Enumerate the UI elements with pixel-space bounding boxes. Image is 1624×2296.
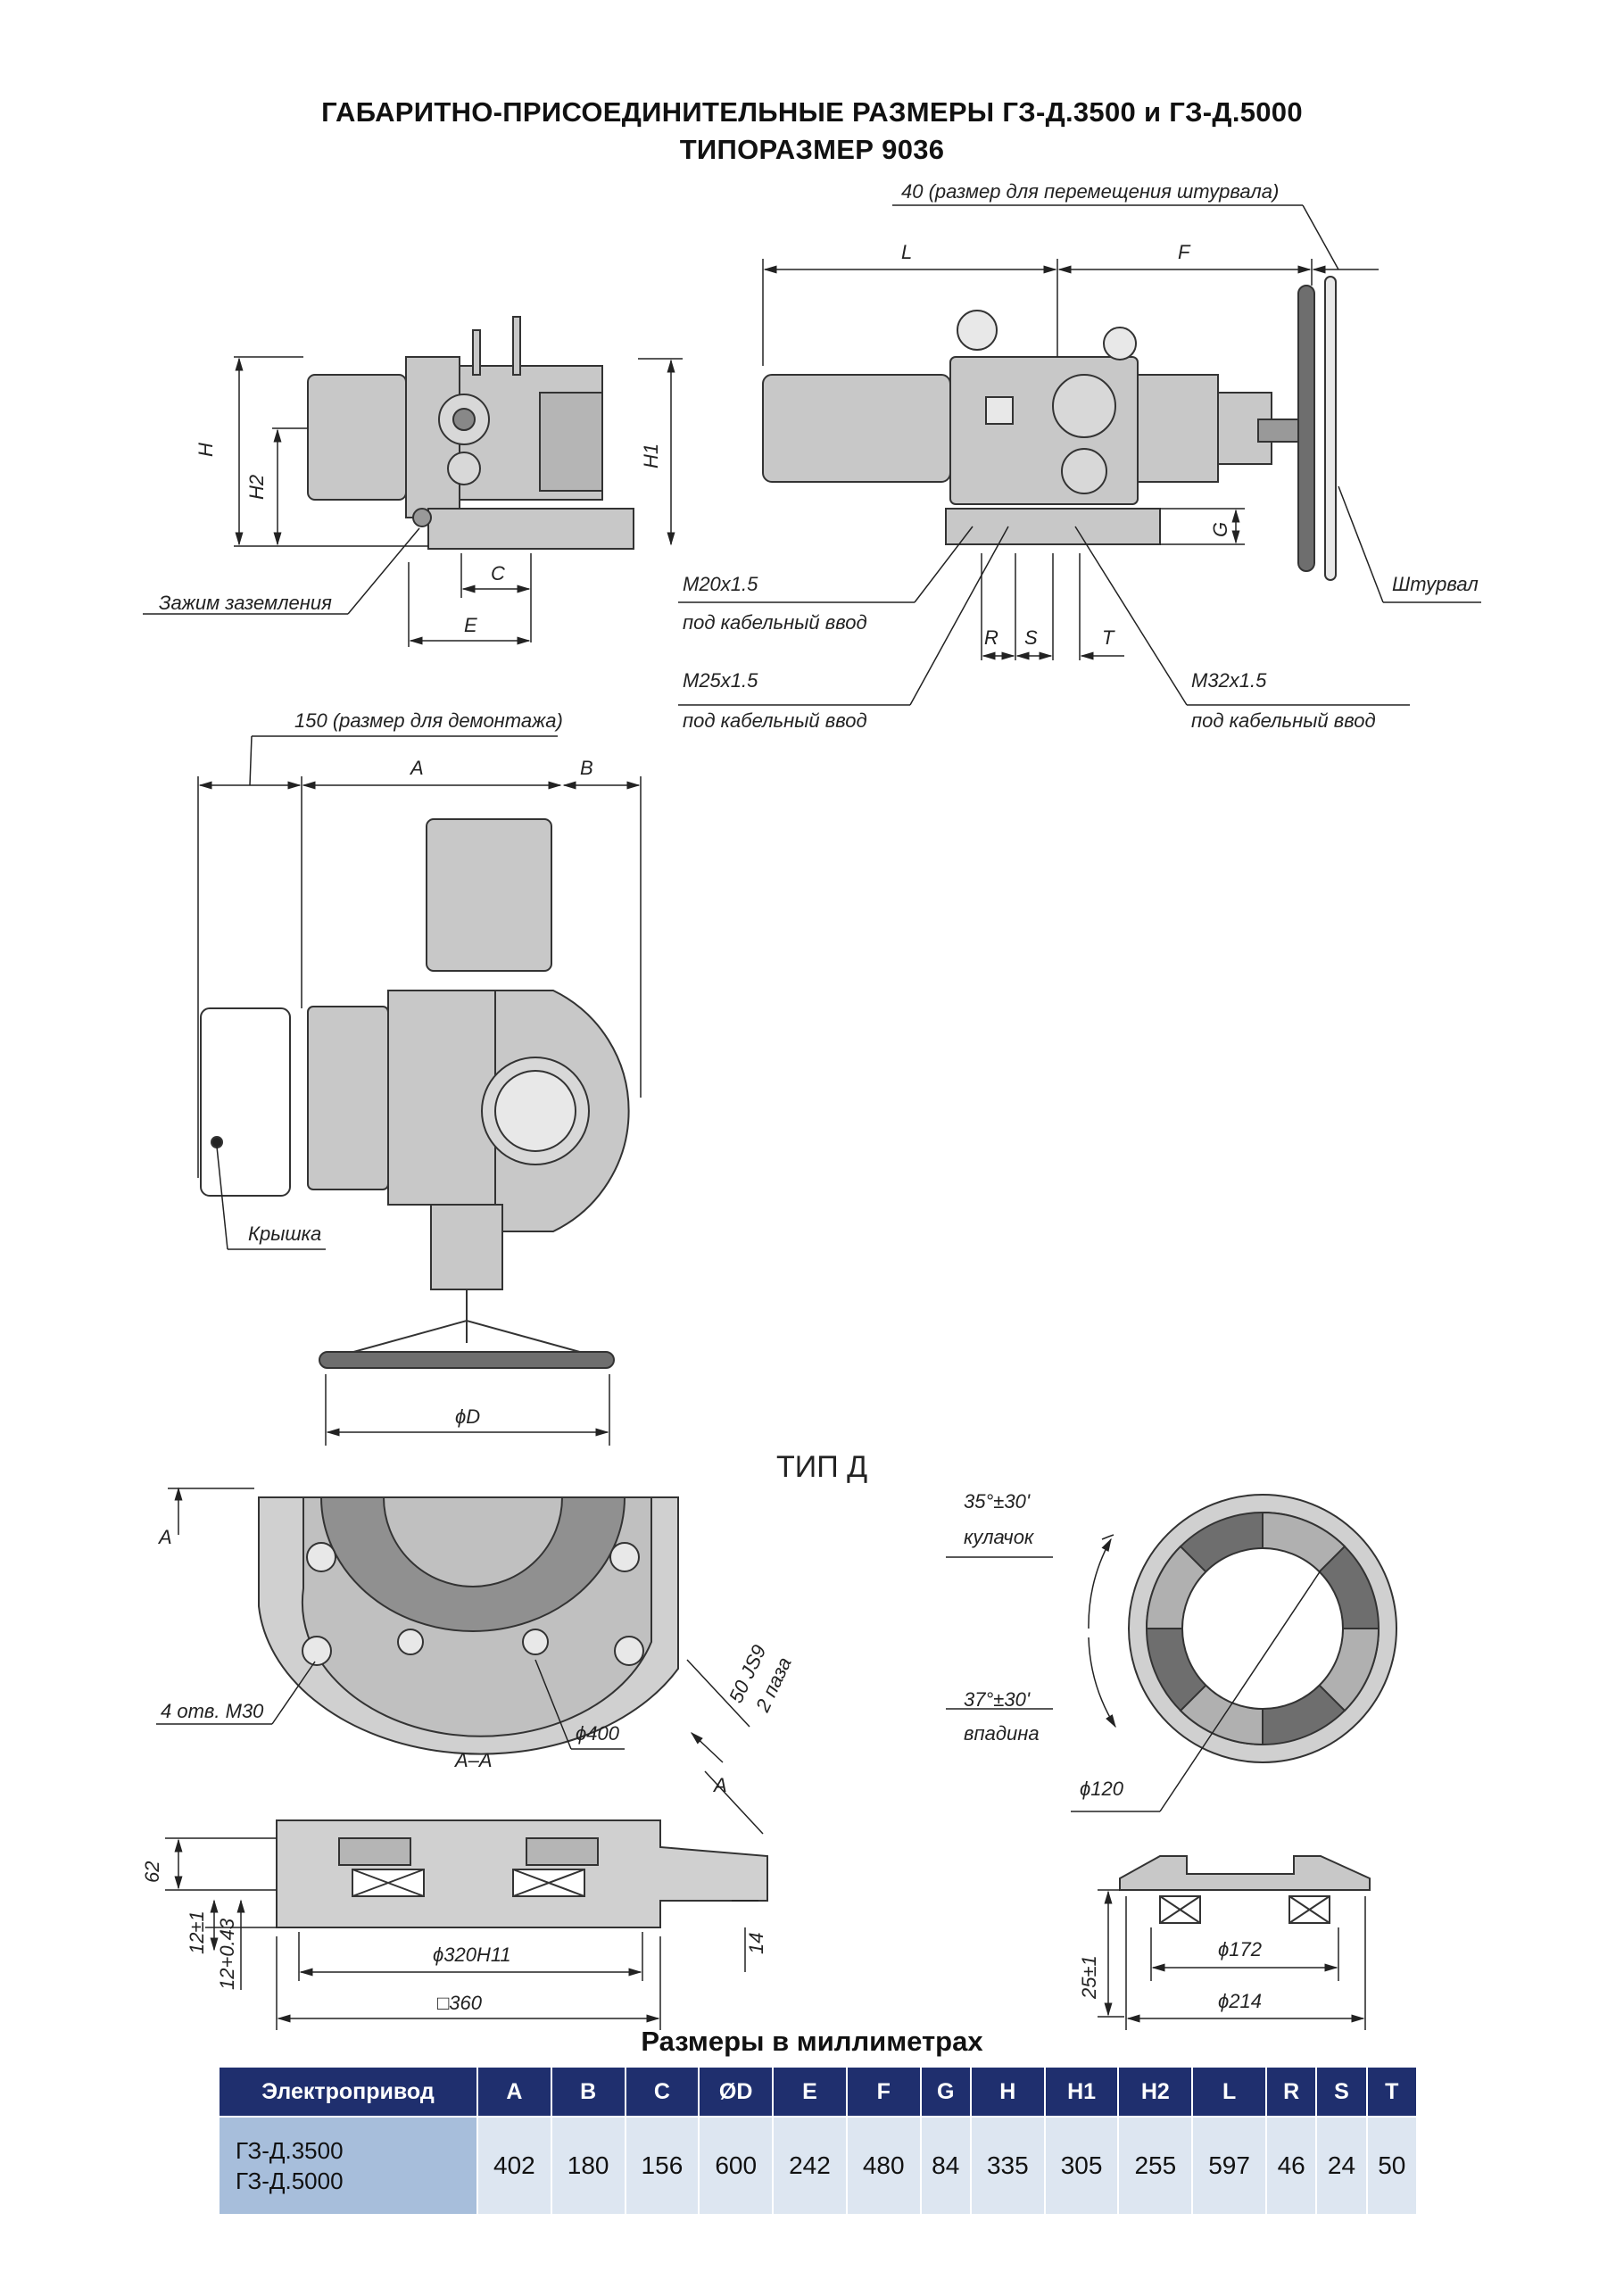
phi320-label: ϕ320H11 [433,1944,511,1966]
dim-l-label: L [901,241,912,263]
cam-section-dims [1098,1889,1366,2030]
view-arrow-a-bottom: А [712,1774,727,1796]
table-cell: 480 [845,2116,922,2216]
model-line: ГЗ-Д.3500 [236,2137,344,2164]
view-arrow-a-top: А [157,1526,172,1548]
m25-entry-label: под кабельный ввод [683,709,867,732]
phi172-label: ϕ172 [1218,1938,1262,1960]
phi400-label: ϕ400 [576,1722,620,1745]
col-header: E [772,2066,848,2118]
table-cell: 46 [1264,2116,1318,2216]
col-header: T [1365,2066,1419,2118]
dim12tol-label: 12+0.43 [216,1918,238,1990]
size150-label: 150 (размер для демонтажа) [294,709,563,732]
m20-label: M20x1.5 [683,573,758,595]
col-header: B [550,2066,626,2118]
col-header: R [1264,2066,1318,2118]
holes-label: 4 отв. M30 [161,1700,264,1722]
top-view-dims [197,735,642,1446]
dim-s-label: S [1024,626,1038,649]
dim-f-label: F [1178,241,1191,263]
top-view [200,818,630,1369]
col-header: H2 [1117,2066,1194,2118]
section-label: А–А [453,1749,493,1771]
dim-h-label: H [195,443,217,457]
table-cell: 242 [772,2116,848,2216]
col-header: L [1191,2066,1267,2118]
dim-r-label: R [984,626,998,649]
phi120-label: ϕ120 [1080,1778,1124,1800]
table-cell: 255 [1117,2116,1194,2216]
col-header: H1 [1043,2066,1120,2118]
ground-clamp-label: Зажим заземления [159,592,332,614]
table-cell: 305 [1043,2116,1120,2216]
sq360-label: □360 [437,1992,483,2014]
dim14-label: 14 [745,1933,767,1954]
dim-g-label: G [1209,522,1231,537]
col-header: ØD [698,2066,775,2118]
size40-label: 40 (размер для перемещения штурвала) [901,180,1279,203]
section-a-a [276,1819,768,1928]
col-header: A [476,2066,552,2118]
type-d-label: ТИП Д [776,1450,867,1484]
flange-dims [156,1487,764,1835]
cam-ring [1128,1494,1397,1763]
dim-h1-label: H1 [640,443,662,468]
m32-label: M32x1.5 [1191,669,1267,692]
cam-section [1119,1855,1371,1924]
dim25-label: 25±1 [1078,1955,1100,2000]
table-cell: 597 [1191,2116,1267,2216]
side-view-dims [143,356,683,647]
table-cell: 50 [1365,2116,1419,2216]
table-cell: 335 [969,2116,1046,2216]
front-view [762,276,1337,581]
table-cell: 156 [624,2116,700,2216]
table-cell: 402 [476,2116,552,2216]
table-cell: 84 [919,2116,972,2216]
col-header: G [919,2066,972,2118]
cam-label: кулачок [964,1526,1035,1548]
col-header: C [624,2066,700,2118]
gap-label: впадина [964,1722,1040,1745]
col-header: Электропривод [218,2066,478,2118]
handwheel-label: Штурвал [1392,573,1479,595]
phi214-label: ϕ214 [1218,1990,1262,2012]
col-header: F [845,2066,922,2118]
section-dims [165,1837,758,2030]
table-cell: 600 [698,2116,775,2216]
gap-angle-label: 37°±30' [964,1688,1031,1711]
flange-view [258,1496,679,1755]
table-caption: Размеры в миллиметрах [641,2026,983,2057]
m20-entry-label: под кабельный ввод [683,611,867,634]
m32-entry-label: под кабельный ввод [1191,709,1376,732]
dim-t-label: T [1102,626,1115,649]
dim-b-label: B [580,757,593,779]
dim12pm1-label: 12±1 [186,1911,208,1954]
dim-e-label: E [464,614,477,636]
cover-label: Крышка [248,1223,321,1245]
table-cell: 180 [550,2116,626,2216]
side-view [307,316,634,550]
table-cell: 24 [1315,2116,1368,2216]
dim-h2-label: H2 [245,475,268,500]
front-view-dims [678,204,1481,706]
model-line: ГЗ-Д.5000 [236,2168,344,2194]
col-header: H [969,2066,1046,2118]
cam-angle-label: 35°±30' [964,1490,1031,1513]
page-title: ГАБАРИТНО-ПРИСОЕДИНИТЕЛЬНЫЕ РАЗМЕРЫ ГЗ-Д… [321,96,1303,128]
table-header-row: Электропривод A B C ØD E F G H H1 H2 L R… [218,2066,1419,2118]
col-header: S [1315,2066,1368,2118]
cam-dims [946,1534,1322,1812]
dimensions-table: Электропривод A B C ØD E F G H H1 H2 L R… [218,2066,1419,2216]
dim62-label: 62 [141,1861,163,1883]
dim-c-label: C [491,562,505,584]
page-subtitle: ТИПОРАЗМЕР 9036 [679,134,945,165]
dim-a-label: A [409,757,424,779]
m25-label: M25x1.5 [683,669,758,692]
dim-phid-label: ϕD [455,1405,480,1428]
